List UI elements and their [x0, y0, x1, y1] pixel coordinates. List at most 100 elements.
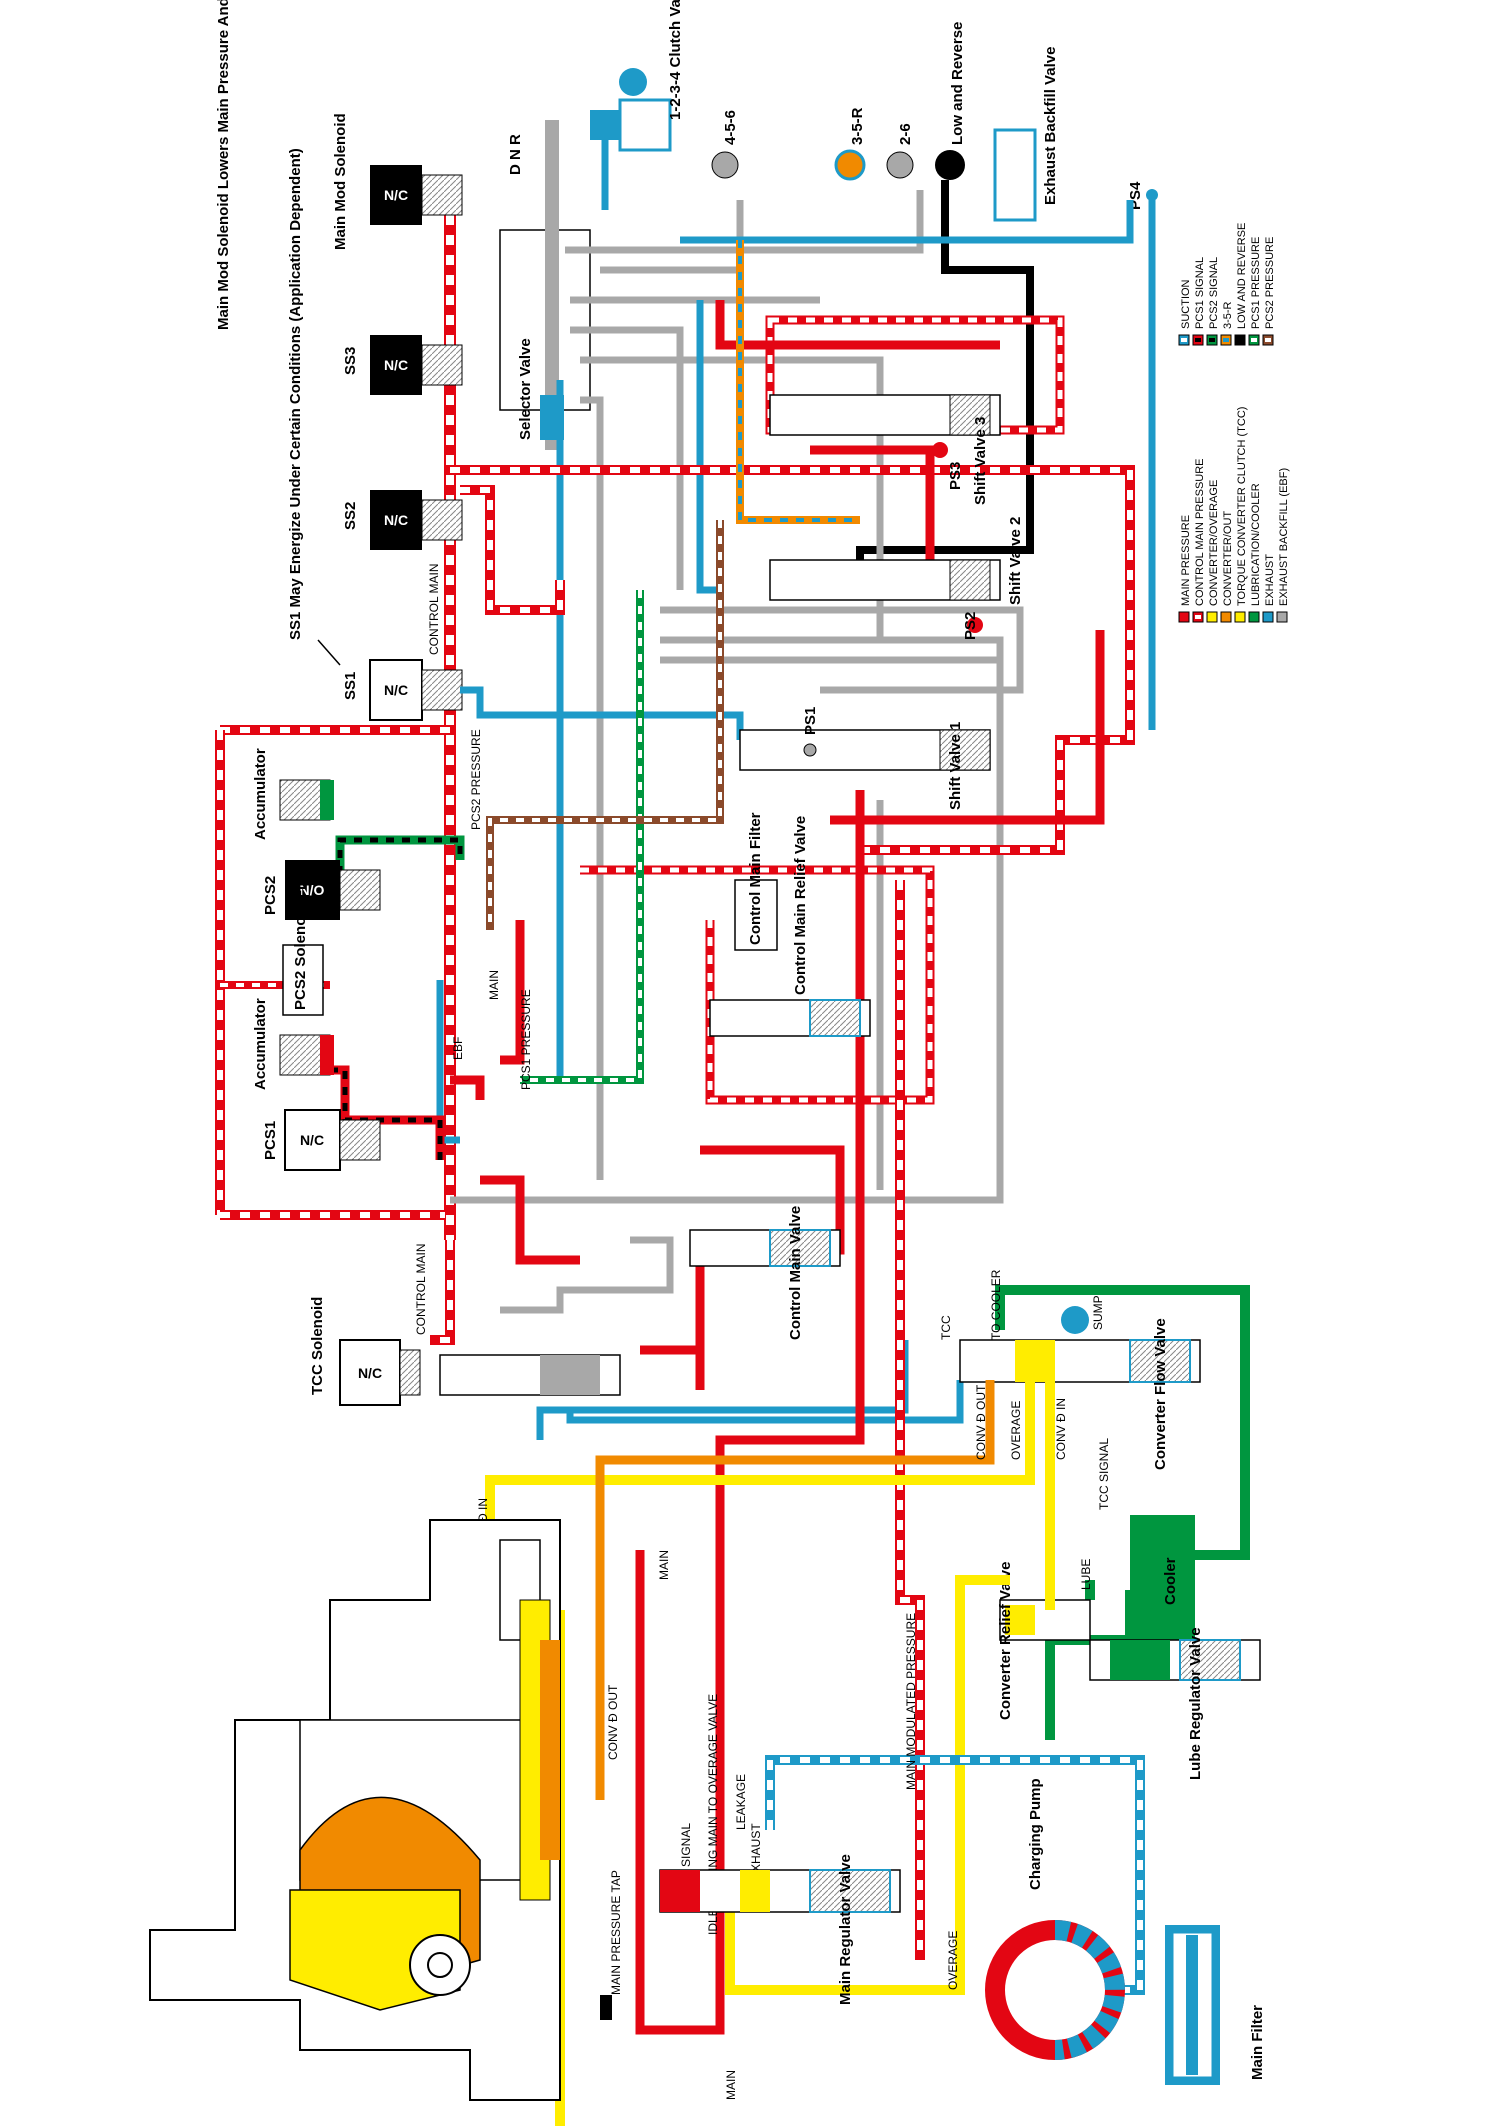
svg-text:EXHAUST: EXHAUST: [749, 1823, 763, 1880]
conv-in-label-2: CONV Ð IN: [1054, 1398, 1068, 1460]
tcc-solenoid-state: N/C: [358, 1365, 382, 1381]
main-mod-solenoid: N/C Main Mod Solenoid: [332, 113, 463, 250]
leakage-label: LEAKAGE: [734, 1774, 748, 1830]
shift-valve-2: Shift Valve 2 PS2: [769, 517, 1024, 640]
ss1-solenoid-state: N/C: [384, 682, 408, 698]
converter-flow-valve: Converter Flow Valve SUMP: [959, 1295, 1201, 1470]
main-label-3: MAIN: [724, 2070, 738, 2100]
low-reverse-accumulator: Low and Reverse: [935, 22, 966, 180]
legend-label: SUCTION: [1180, 279, 1192, 329]
svg-text:MAIN: MAIN: [657, 1550, 671, 1580]
pcs1-solenoid-state: N/C: [300, 1132, 324, 1148]
selector-valve: Selector Valve D N R: [499, 120, 591, 450]
accumulator-bottom-label: Accumulator: [252, 998, 269, 1090]
legend-swatch: [1178, 611, 1190, 623]
suction-network: [765, 1755, 1145, 1995]
legend-swatch: [1220, 611, 1232, 623]
converter-relief-valve: Converter Relief Valve: [997, 1562, 1091, 1720]
ss2-solenoid: N/C SS2: [342, 490, 463, 550]
legend-label: PCS2 PRESSURE: [1264, 237, 1276, 329]
main-pressure-tap-label: MAIN PRESSURE TAP: [609, 1870, 623, 1995]
converter-network: [485, 1380, 1055, 2126]
control-main-valve: Control Main Valve: [689, 1206, 841, 1340]
svg-text:TCC SIGNAL: TCC SIGNAL: [1097, 1438, 1111, 1510]
cooler-label: Cooler: [1162, 1557, 1179, 1605]
main-filter-label: Main Filter: [1249, 2005, 1266, 2080]
svg-text:CONTROL MAIN: CONTROL MAIN: [427, 563, 441, 655]
legend-label: EXHAUST BACKFILL (EBF): [1278, 468, 1290, 606]
pcs2-solenoid: N/O PCS2: [262, 860, 381, 920]
svg-text:MAIN: MAIN: [724, 2070, 738, 2100]
low-reverse-label: Low and Reverse: [949, 22, 966, 145]
tcc-label-1: TCC: [939, 1315, 953, 1340]
exhaust-backfill-label: Exhaust Backfill Valve: [1042, 47, 1059, 205]
main-mod-solenoid-state: N/C: [384, 187, 408, 203]
legend-swatch-pattern: [1251, 338, 1257, 342]
legend-label: CONVERTER/OUT: [1222, 511, 1234, 606]
legend-label: CONVERTER/OVERAGE: [1208, 480, 1220, 606]
shift-valve-3-label: Shift Valve 3: [972, 417, 989, 505]
legend-swatch-pattern: [1195, 338, 1201, 342]
pcs2-filter-label: PCS2 Solenoid Filter: [292, 862, 309, 1010]
ss1-solenoid-label: SS1: [342, 672, 359, 700]
svg-text:MAIN: MAIN: [487, 970, 501, 1000]
legend-swatch: [1234, 611, 1246, 623]
ss1-solenoid: N/C SS1: [342, 659, 463, 721]
legend-swatch-pattern: [1209, 338, 1215, 342]
main-regulator-valve: Main Regulator Valve: [659, 1854, 901, 2005]
legend-label: LOW AND REVERSE: [1236, 223, 1248, 329]
control-main-relief-label: Control Main Relief Valve: [792, 816, 809, 995]
svg-text:SS1 May Energize Under Certain: SS1 May Energize Under Certain Condition…: [287, 148, 304, 640]
pcs2-pressure-label: PCS2 PRESSURE: [469, 729, 483, 830]
ps4-switch: PS4: [1127, 181, 1158, 730]
c456-label: 4-5-6: [722, 110, 739, 145]
pcs1-pressure-label: PCS1 PRESSURE: [519, 989, 533, 1090]
ss3-solenoid-label: SS3: [342, 347, 359, 375]
exhaust-backfill-valve: Exhaust Backfill Valve: [993, 47, 1059, 222]
charging-pump-label: Charging Pump: [1027, 1778, 1044, 1890]
main-pressure-network: [480, 300, 1105, 2035]
control-main-relief-valve: Control Main Relief Valve: [709, 816, 871, 1037]
ps1-label: PS1: [802, 707, 819, 735]
main-mod-solenoid-label: Main Mod Solenoid: [332, 113, 349, 250]
tcc-valve: [439, 1354, 621, 1396]
legend-swatch-pattern: [1195, 615, 1201, 619]
cooler: Cooler: [1130, 1515, 1195, 1640]
svg-text:MAIN MODULATED PRESSURE: MAIN MODULATED PRESSURE: [904, 1613, 918, 1790]
converter-relief-label: Converter Relief Valve: [997, 1562, 1014, 1720]
shift-valve-1: Shift Valve 1 PS1: [739, 707, 991, 810]
svg-text:CONV Ð OUT: CONV Ð OUT: [974, 1384, 988, 1460]
ps3-label: PS3: [947, 462, 964, 490]
main-modulated-label: MAIN MODULATED PRESSURE: [904, 1613, 918, 1790]
ss1-note-arrow: [317, 639, 341, 666]
legend-label: TORQUE CONVERTER CLUTCH (TCC): [1236, 407, 1248, 606]
main-regulator-label: Main Regulator Valve: [837, 1854, 854, 2005]
ps2-label: PS2: [962, 612, 979, 640]
to-cooler-label: TO COOLER: [989, 1269, 1003, 1340]
control-main-network: [430, 315, 1135, 1960]
sump-label: SUMP: [1091, 1295, 1105, 1330]
converter-flow-valve-label: Converter Flow Valve: [1152, 1318, 1169, 1470]
legend-swatch: [1234, 334, 1246, 346]
legend-swatch: [1262, 611, 1274, 623]
clutch-1234-label: 1-2-3-4 Clutch Valve: [667, 0, 684, 120]
svg-text:TO COOLER: TO COOLER: [989, 1269, 1003, 1340]
legend-swatch: [1276, 611, 1288, 623]
pcs2-solenoid-label: PCS2: [262, 876, 279, 915]
legend-swatch-pattern: [1181, 338, 1187, 342]
shift-valve-2-label: Shift Valve 2: [1007, 517, 1024, 605]
lube-label: LUBE: [1079, 1559, 1093, 1590]
lube-regulator-valve: Lube Regulator Valve: [1089, 1627, 1261, 1780]
conv-out-label-1: CONV Ð OUT: [606, 1684, 620, 1760]
svg-text:CONV Ð IN: CONV Ð IN: [1054, 1398, 1068, 1460]
svg-text:LEAKAGE: LEAKAGE: [734, 1774, 748, 1830]
svg-text:CONV Ð OUT: CONV Ð OUT: [606, 1684, 620, 1760]
c456-accumulator: 4-5-6: [711, 110, 739, 179]
control-main-filter: Control Main Filter: [734, 812, 778, 951]
legend-label: PCS2 SIGNAL: [1208, 257, 1220, 329]
main-mod-note-text: Main Mod Solenoid Lowers Main Pressure A…: [215, 0, 232, 330]
svg-text:PCS1 PRESSURE: PCS1 PRESSURE: [519, 989, 533, 1090]
c26-accumulator: 2-6: [886, 123, 914, 179]
svg-text:EBF: EBF: [451, 1037, 465, 1060]
